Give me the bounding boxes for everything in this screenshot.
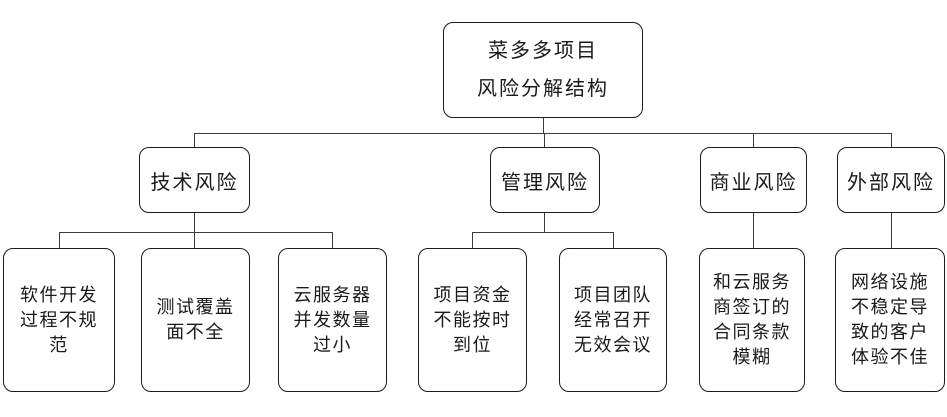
node-leaf-server-concurrency-too-small: 云服务器 并发数量 过小: [278, 248, 387, 392]
node-leaf-software-process-nonstandard: 软件开发 过程不规 范: [3, 248, 115, 392]
connector-line: [194, 133, 195, 147]
connector-line: [194, 232, 195, 248]
node-leaf-vague-contract-terms: 和云服务 商签订的 合同条款 模糊: [699, 248, 805, 392]
node-leaf-funding-not-on-time: 项目资金 不能按时 到位: [418, 248, 527, 392]
connector-line: [332, 232, 333, 248]
node-leaf-ineffective-meetings: 项目团队 经常召开 无效会议: [559, 248, 667, 392]
connector-line: [543, 118, 544, 133]
node-branch-technical-risk: 技术风险: [139, 147, 250, 213]
node-branch-external-risk: 外部风险: [837, 147, 945, 213]
node-branch-management-risk: 管理风险: [490, 147, 600, 213]
connector-line: [472, 232, 473, 248]
connector-line: [753, 133, 754, 147]
connector-line: [194, 133, 892, 134]
node-leaf-test-coverage-incomplete: 测试覆盖 面不全: [141, 248, 250, 392]
connector-line: [891, 133, 892, 147]
connector-line: [613, 232, 614, 248]
node-branch-commercial-risk: 商业风险: [700, 147, 807, 213]
connector-line: [544, 133, 545, 147]
node-leaf-network-instability-bad-experience: 网络设施 不稳定导 致的客户 体验不佳: [835, 248, 945, 392]
connector-line: [59, 232, 60, 248]
connector-line: [59, 232, 333, 233]
connector-line: [472, 232, 614, 233]
connector-line: [753, 213, 754, 248]
connector-line: [544, 213, 545, 232]
connector-line: [891, 213, 892, 248]
node-root-project-risk-breakdown: 菜多多项目 风险分解结构: [443, 22, 643, 118]
connector-line: [194, 213, 195, 232]
